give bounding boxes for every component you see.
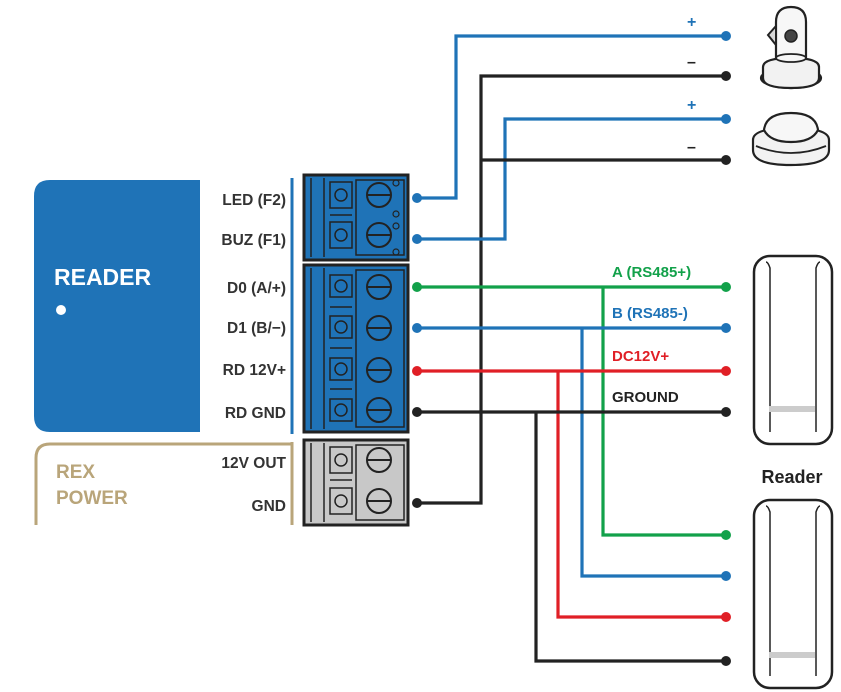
rex-title-line1: REX (56, 462, 95, 483)
reader-block: READER LED (F2) BUZ (F1) D0 (A/+) D1 (B/… (34, 178, 294, 434)
wire-buzzer-plus (417, 117, 726, 241)
buzzer-minus-label: – (687, 139, 696, 156)
card-reader-icon (752, 254, 834, 446)
wire-label-b: B (RS485-) (612, 305, 688, 322)
terminal-block-led-buz (302, 173, 410, 262)
wire-label-gnd: GROUND (612, 389, 679, 406)
wire-ground-branch (534, 412, 726, 663)
wire-dc12v-branch (556, 371, 726, 619)
terminal-label-d1: D1 (B/−) (227, 320, 286, 337)
screw-row-rd12v (329, 357, 392, 383)
card-reader-icon (752, 498, 834, 690)
wire-led-minus (417, 74, 726, 505)
led-lamp-icon (759, 5, 823, 90)
buzzer-icon (751, 111, 831, 167)
screw-row-d1 (329, 315, 392, 341)
wires (417, 34, 726, 663)
led-plus-label: + (687, 14, 696, 31)
led-minus-label: – (687, 54, 696, 71)
wire-label-a: A (RS485+) (612, 264, 691, 281)
terminal-label-buz: BUZ (F1) (221, 232, 286, 249)
wire-label-dc: DC12V+ (612, 348, 669, 365)
screw-row-rdgnd (329, 397, 392, 423)
terminal-block-rex (302, 438, 410, 527)
reader-title: READER (54, 264, 152, 290)
screw-row-d0 (329, 274, 392, 300)
terminal-label-gnd: GND (252, 498, 286, 515)
terminal-block-reader (302, 263, 410, 434)
terminal-label-rdgnd: RD GND (225, 405, 286, 422)
terminal-label-12vout: 12V OUT (221, 455, 286, 472)
buzzer-plus-label: + (687, 97, 696, 114)
terminal-label-rd12v: RD 12V+ (223, 362, 286, 379)
terminal-label-d0: D0 (A/+) (227, 280, 286, 297)
reader-caption: Reader (761, 467, 822, 487)
reader-indicator-dot (56, 305, 66, 315)
rex-title-line2: POWER (56, 488, 128, 509)
rex-power-block: REX POWER 12V OUT GND (34, 442, 294, 525)
wire-led-plus (417, 34, 726, 200)
terminal-label-led: LED (F2) (222, 192, 286, 209)
wire-dots (412, 31, 731, 666)
